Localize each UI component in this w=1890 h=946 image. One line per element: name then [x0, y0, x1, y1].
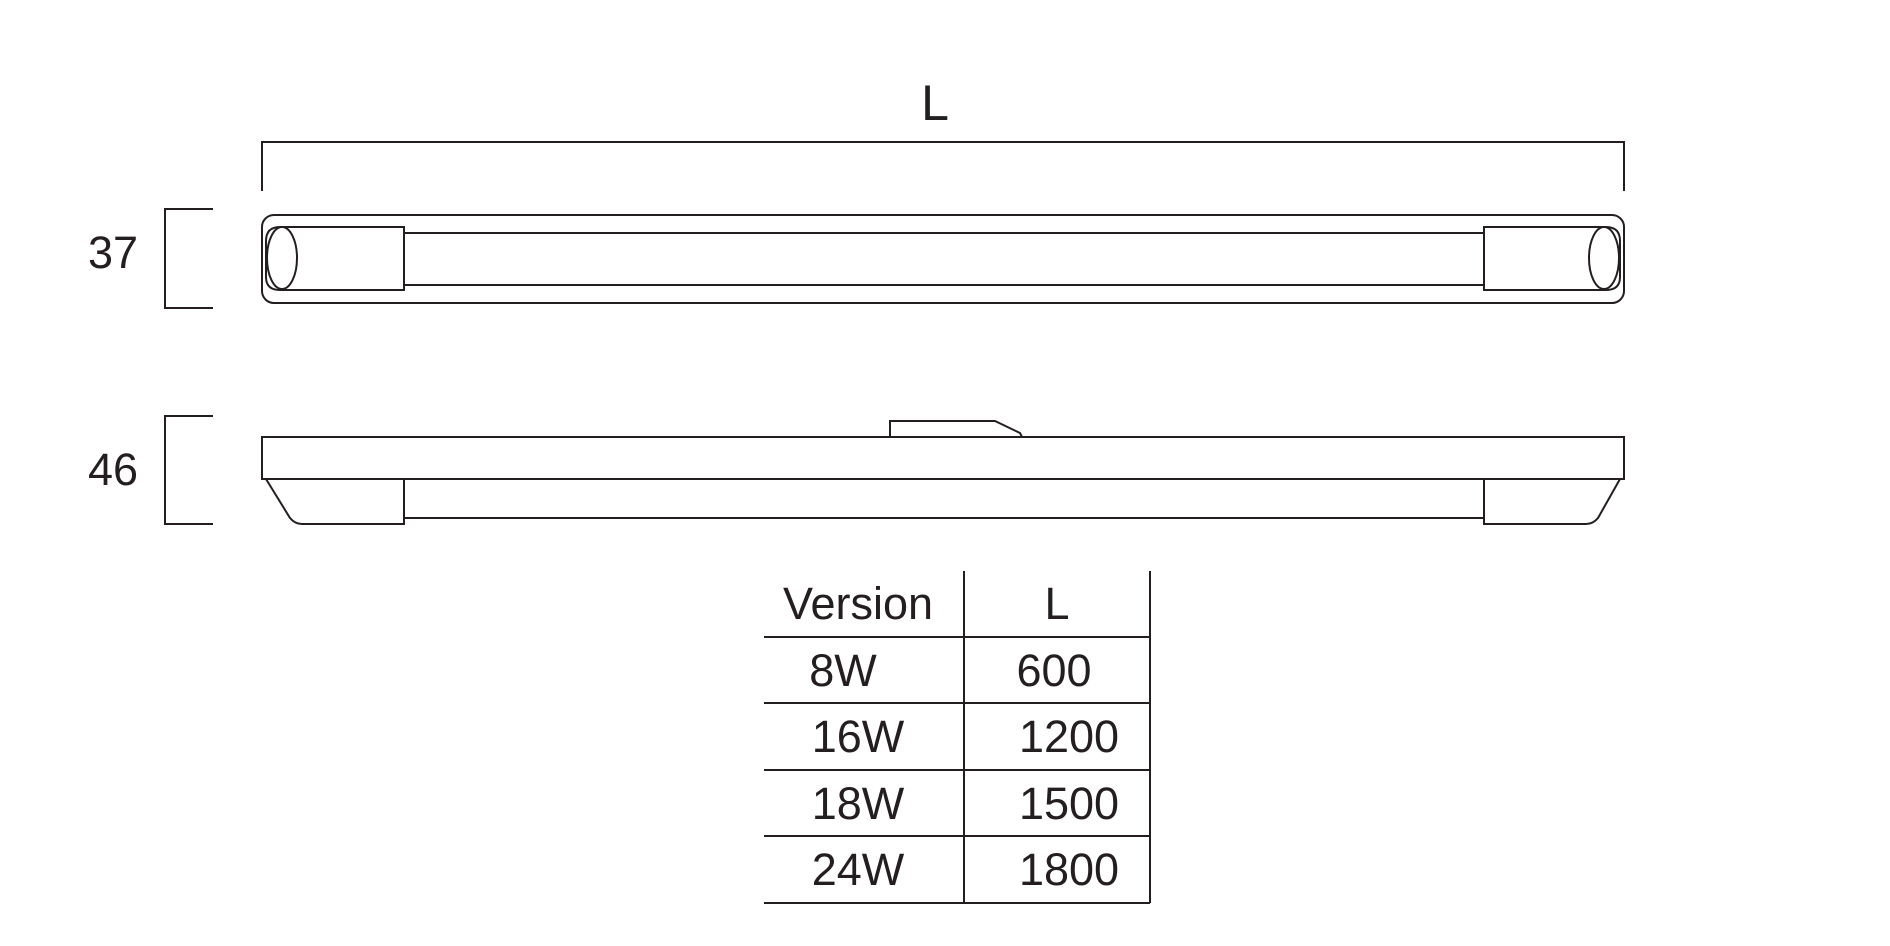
- left-cap-lens: [266, 226, 298, 290]
- table-cell-length: 1800: [1019, 844, 1119, 895]
- height-side-label: 46: [88, 444, 138, 495]
- right-end-cap: [1483, 226, 1621, 291]
- table-cell-length: 600: [1016, 645, 1091, 696]
- table-cell-version: 16W: [812, 711, 905, 762]
- table-cell-version: 24W: [812, 844, 905, 895]
- length-dimension: L: [261, 75, 1625, 191]
- height-side-bracket: [164, 415, 213, 525]
- table-cell-version: 8W: [809, 645, 877, 696]
- table-cell-length: 1200: [1019, 711, 1119, 762]
- length-label: L: [921, 75, 949, 131]
- side-body: [261, 436, 1625, 480]
- table-cell-version: 18W: [812, 778, 905, 829]
- left-end-cap: [265, 226, 405, 291]
- left-side-cap: [265, 478, 405, 525]
- height-top-bracket: [164, 208, 213, 309]
- right-cap-lens: [1588, 226, 1620, 290]
- table-header-version: Version: [783, 578, 933, 629]
- height-top-label: 37: [88, 227, 138, 278]
- length-bracket: [261, 141, 1625, 191]
- top-bracket: [889, 420, 1023, 438]
- side-diffuser: [403, 479, 1485, 519]
- diffuser-tube: [403, 232, 1485, 286]
- version-table: Version L 8W 600 16W 1200 18W 1500 24W 1…: [764, 571, 1151, 904]
- table-cell-length: 1500: [1019, 778, 1119, 829]
- outer-housing: [261, 214, 1625, 304]
- table-header-length: L: [1044, 578, 1069, 629]
- side-view: 46: [88, 415, 1625, 525]
- top-view: 37: [88, 208, 1625, 309]
- right-side-cap: [1483, 478, 1621, 525]
